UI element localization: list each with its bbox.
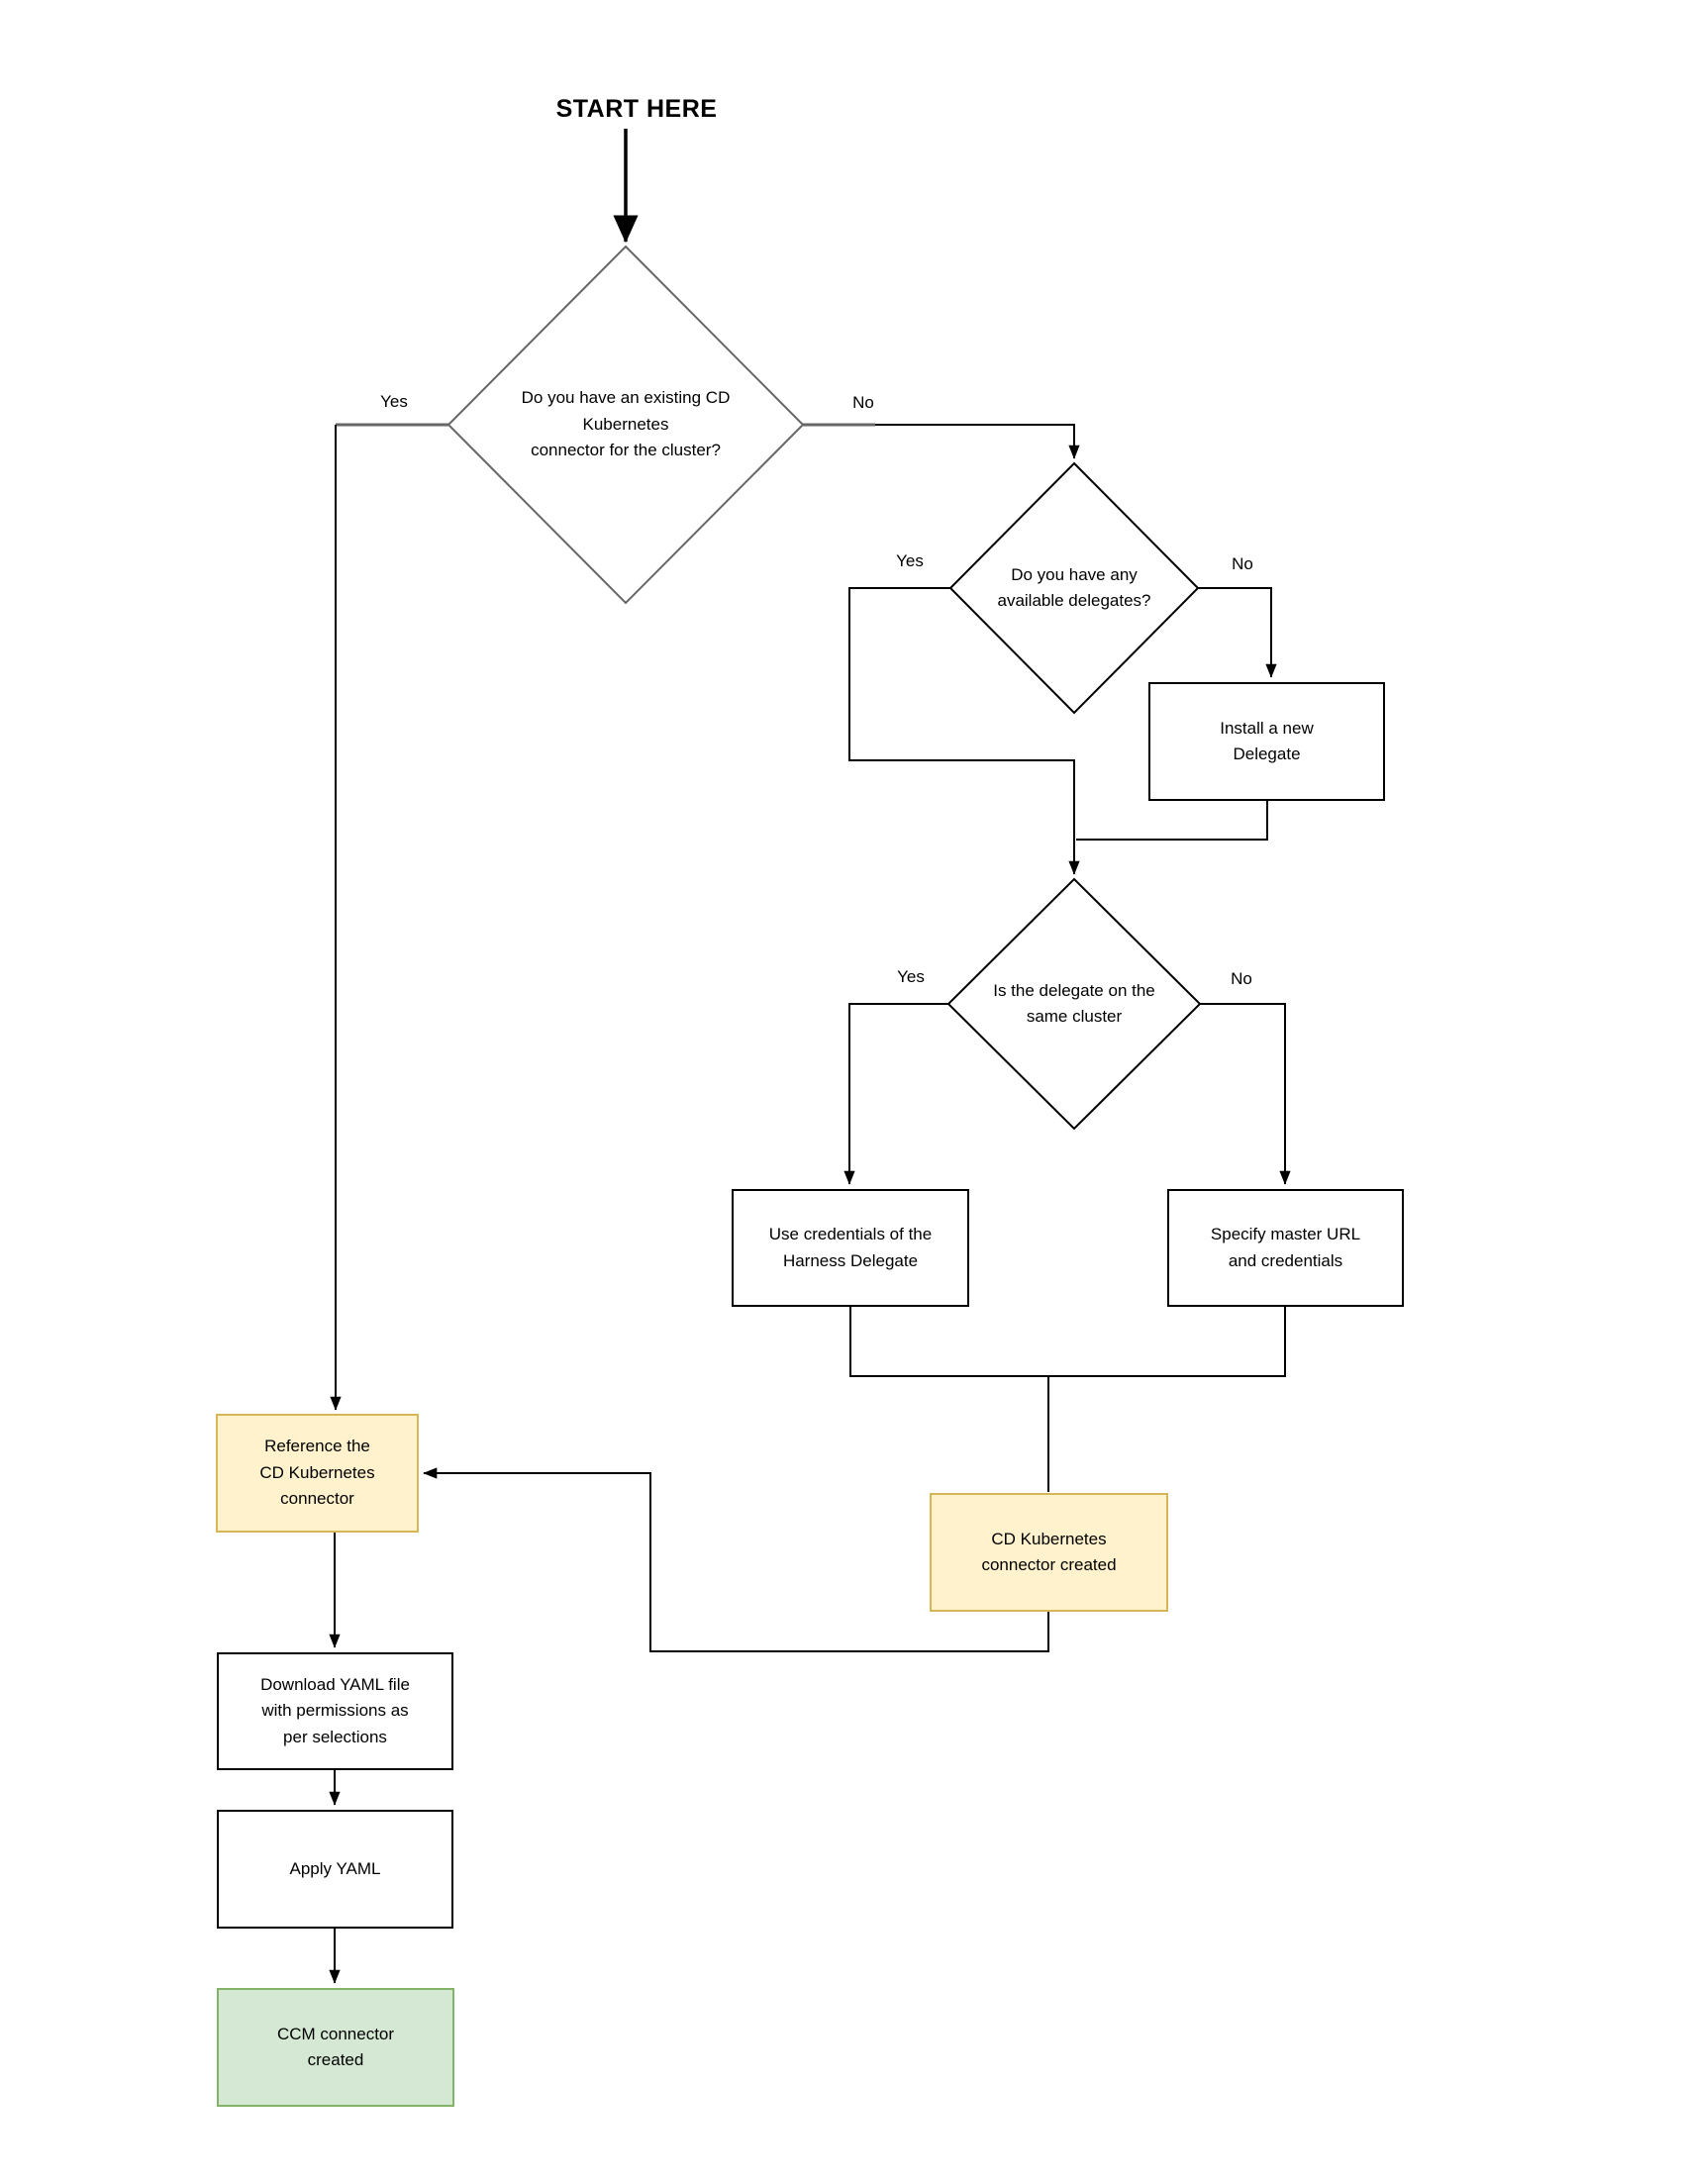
decision-available-delegates-diamond — [948, 461, 1200, 715]
d2-yes-label: Yes — [896, 551, 924, 570]
decision-existing-connector-diamond — [446, 245, 805, 605]
d1-yes-label: Yes — [380, 392, 408, 411]
edge-d2-no-to-install — [1198, 587, 1277, 678]
reference-connector-box: Reference the CD Kubernetes connector — [216, 1414, 419, 1533]
install-delegate-box: Install a new Delegate — [1148, 682, 1385, 801]
d1-no-label: No — [852, 393, 874, 412]
ccm-connector-created-box: CCM connector created — [217, 1988, 454, 2107]
edge-cd-created-to-reference — [423, 1467, 1049, 1652]
start-here-title: START HERE — [555, 95, 718, 123]
d3-yes-label: Yes — [897, 967, 925, 986]
download-yaml-box: Download YAML file with permissions as p… — [217, 1652, 453, 1770]
d2-no-label: No — [1232, 554, 1253, 573]
d3-no-label: No — [1231, 969, 1252, 988]
use-credentials-box: Use credentials of the Harness Delegate — [732, 1189, 969, 1307]
specify-master-url-box: Specify master URL and credentials — [1167, 1189, 1404, 1307]
edge-credentials-join — [849, 1307, 1286, 1377]
edge-d3-no-to-specify-url — [1200, 1003, 1291, 1185]
edge-d2-yes-to-d3 — [848, 587, 1080, 875]
decision-same-cluster-diamond — [946, 877, 1202, 1131]
apply-yaml-box: Apply YAML — [217, 1810, 453, 1929]
edge-d1-no-to-d2 — [875, 424, 1080, 459]
edge-install-to-d3 — [1076, 801, 1268, 841]
edge-d3-yes-to-use-credentials — [843, 1003, 948, 1185]
cd-connector-created-box: CD Kubernetes connector created — [930, 1493, 1168, 1612]
